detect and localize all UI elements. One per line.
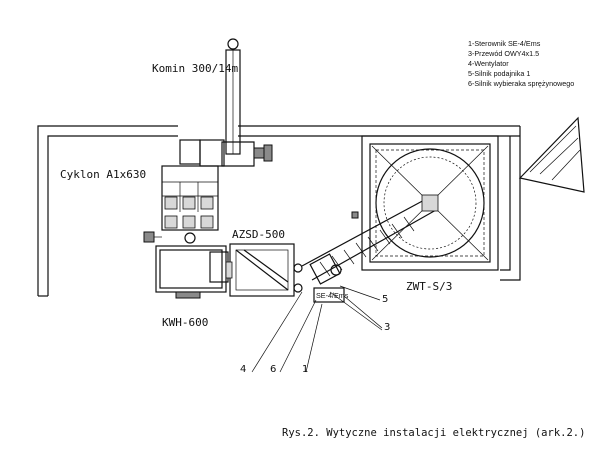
feeder-azsd	[225, 243, 303, 297]
legend-item-4: 4-Wentylator	[468, 59, 509, 68]
callout-leaders	[251, 285, 383, 373]
callout-6: 6	[270, 364, 276, 375]
boiler-kwh	[155, 245, 229, 299]
label-cyclone: Cyklon A1x630	[60, 168, 146, 181]
label-zwt: ZWT-S/3	[406, 280, 452, 293]
legend-item-5: 5-Silnik podajnika 1	[468, 69, 530, 78]
callout-3: 3	[384, 322, 390, 333]
storage-hopper	[361, 135, 499, 271]
callout-5: 5	[382, 294, 388, 305]
chimney	[221, 38, 273, 167]
hopper-lid	[518, 116, 585, 193]
figure-caption: Rys.2. Wytyczne instalacji elektrycznej …	[282, 427, 585, 439]
legend: 1-Sterownik SE-4/Ems 3-Przewód OWY4x1.5 …	[468, 39, 574, 88]
callout-1: 1	[302, 364, 308, 375]
legend-item-6: 6-Silnik wybieraka sprężynowego	[468, 79, 574, 88]
label-kwh: KWH-600	[162, 316, 208, 329]
legend-item-3: 3-Przewód OWY4x1.5	[468, 49, 539, 58]
label-azsd: AZSD-500	[232, 228, 285, 241]
label-chimney: Komin 300/14m	[152, 62, 238, 75]
controller: SE-4/Ems	[313, 287, 349, 303]
cyclone	[143, 139, 225, 244]
callout-4: 4	[240, 364, 246, 375]
screw-conveyor	[301, 197, 437, 285]
controller-tag: SE-4/Ems	[316, 291, 349, 300]
legend-item-1: 1-Sterownik SE-4/Ems	[468, 39, 541, 48]
